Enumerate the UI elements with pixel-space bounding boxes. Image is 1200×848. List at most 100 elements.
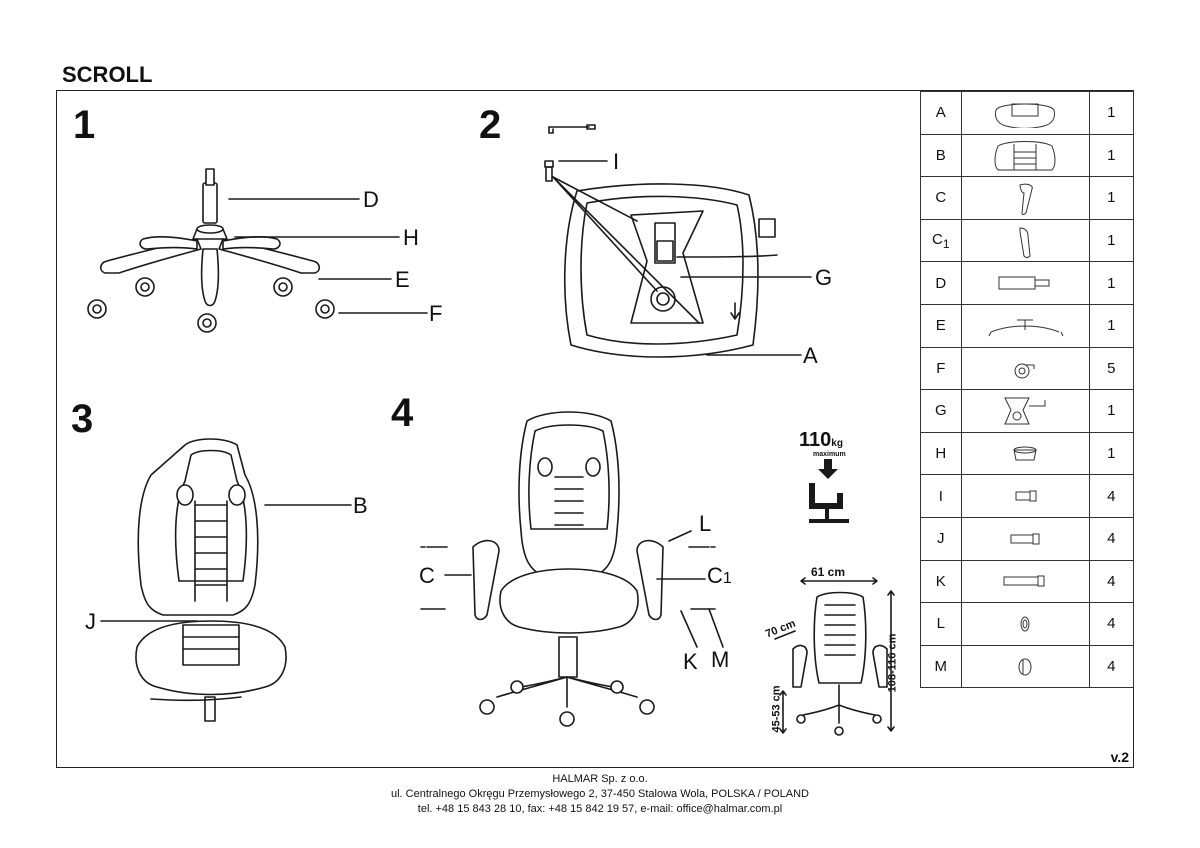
- bolt-medium-icon: [960, 516, 1090, 561]
- seat-icon: [960, 91, 1090, 135]
- bolt-long-icon: [960, 559, 1090, 604]
- armrest-left-icon: [960, 176, 1090, 220]
- assembly-drawing: [87, 124, 895, 736]
- part-letter-text: C: [932, 230, 943, 248]
- part-quantity: 1: [1088, 218, 1135, 263]
- part-letter: A: [920, 91, 962, 135]
- parts-row: C1 1: [920, 218, 1135, 263]
- label-c1-sub: 1: [722, 570, 732, 587]
- part-letter-text: M: [934, 658, 948, 676]
- footer-address: ul. Centralnego Okręgu Przemysłowego 2, …: [390, 788, 809, 800]
- dimension-height: 108-116 cm: [886, 633, 899, 693]
- base-icon: [960, 303, 1090, 348]
- label-f: F: [429, 301, 443, 326]
- part-quantity: 1: [1088, 431, 1135, 476]
- label-i: I: [613, 149, 620, 174]
- footer-contact: tel. +48 15 843 28 10, fax: +48 15 842 1…: [417, 803, 783, 815]
- part-letter: G: [920, 389, 962, 433]
- part-letter: D: [920, 261, 962, 305]
- part-letter-text: G: [934, 402, 947, 420]
- part-letter-text: F: [936, 359, 946, 377]
- label-m: M: [711, 647, 730, 672]
- product-title: SCROLL: [62, 62, 153, 87]
- version-label: v.2: [1110, 749, 1129, 765]
- step4-chair-illustration: [420, 411, 724, 727]
- max-load-unit: kg: [831, 438, 843, 449]
- part-letter: F: [920, 346, 962, 391]
- step-number-4: 4: [391, 391, 414, 435]
- part-quantity: 4: [1088, 474, 1135, 518]
- part-letter: M: [920, 644, 962, 689]
- footer: HALMAR Sp. z o.o. ul. Centralnego Okręgu…: [0, 772, 1200, 817]
- label-j: J: [85, 609, 96, 634]
- mechanism-icon: [960, 389, 1090, 433]
- part-letter: L: [920, 602, 962, 646]
- caster-icon: [960, 346, 1090, 391]
- dimension-width: 61 cm: [811, 565, 846, 579]
- label-k: K: [683, 649, 698, 674]
- label-a: A: [803, 343, 818, 368]
- step2-seat-illustration: [544, 124, 812, 358]
- max-load: 110kg: [799, 429, 843, 452]
- part-letter-text: E: [935, 317, 946, 335]
- part-quantity: 4: [1088, 516, 1135, 561]
- part-quantity: 1: [1088, 261, 1135, 305]
- part-quantity: 5: [1088, 346, 1135, 391]
- max-load-value: 110: [799, 429, 832, 451]
- part-quantity: 4: [1088, 559, 1135, 604]
- bolt-short-icon: [960, 474, 1090, 518]
- part-letter-text: L: [936, 615, 945, 633]
- label-e: E: [395, 267, 410, 292]
- part-letter-text: D: [935, 274, 947, 292]
- step-number-1: 1: [73, 103, 96, 147]
- cover-icon: [960, 431, 1090, 476]
- spring-washer-icon: [960, 644, 1090, 689]
- label-c1-letter: C: [707, 563, 723, 588]
- part-letter-text: J: [937, 530, 945, 548]
- part-letter-text: I: [938, 487, 943, 505]
- part-quantity: 1: [1088, 303, 1135, 348]
- label-g: G: [815, 265, 833, 290]
- instruction-frame: 1 2 3 4 D H E F I G A B J L C C1 K M 110…: [56, 90, 1135, 768]
- part-quantity: 1: [1088, 389, 1135, 433]
- part-letter: C1: [920, 218, 962, 263]
- part-quantity: 1: [1088, 176, 1135, 220]
- part-letter: J: [920, 516, 962, 561]
- part-letter-text: H: [935, 445, 947, 463]
- label-h: H: [403, 225, 419, 250]
- part-letter-text: K: [935, 572, 946, 590]
- part-letter-text: A: [935, 104, 946, 122]
- part-quantity: 1: [1088, 133, 1135, 178]
- label-c: C: [419, 563, 435, 588]
- step-number-2: 2: [479, 103, 502, 147]
- step-number-3: 3: [71, 397, 94, 441]
- part-quantity: 1: [1088, 91, 1135, 135]
- armrest-right-icon: [960, 218, 1090, 263]
- part-letter: E: [920, 303, 962, 348]
- backrest-icon: [960, 133, 1090, 178]
- label-l: L: [699, 511, 712, 536]
- footer-company: HALMAR Sp. z o.o.: [552, 773, 648, 785]
- washer-icon: [960, 602, 1090, 646]
- step1-base-illustration: [87, 168, 428, 333]
- label-b: B: [353, 493, 368, 518]
- step3-backrest-illustration: [100, 438, 352, 722]
- part-letter-text: B: [935, 146, 946, 164]
- part-letter: H: [920, 431, 962, 476]
- dimension-illustration: [774, 577, 895, 736]
- gas-lift-icon: [960, 261, 1090, 305]
- dimension-seat-height: 45-53 cm: [770, 685, 783, 733]
